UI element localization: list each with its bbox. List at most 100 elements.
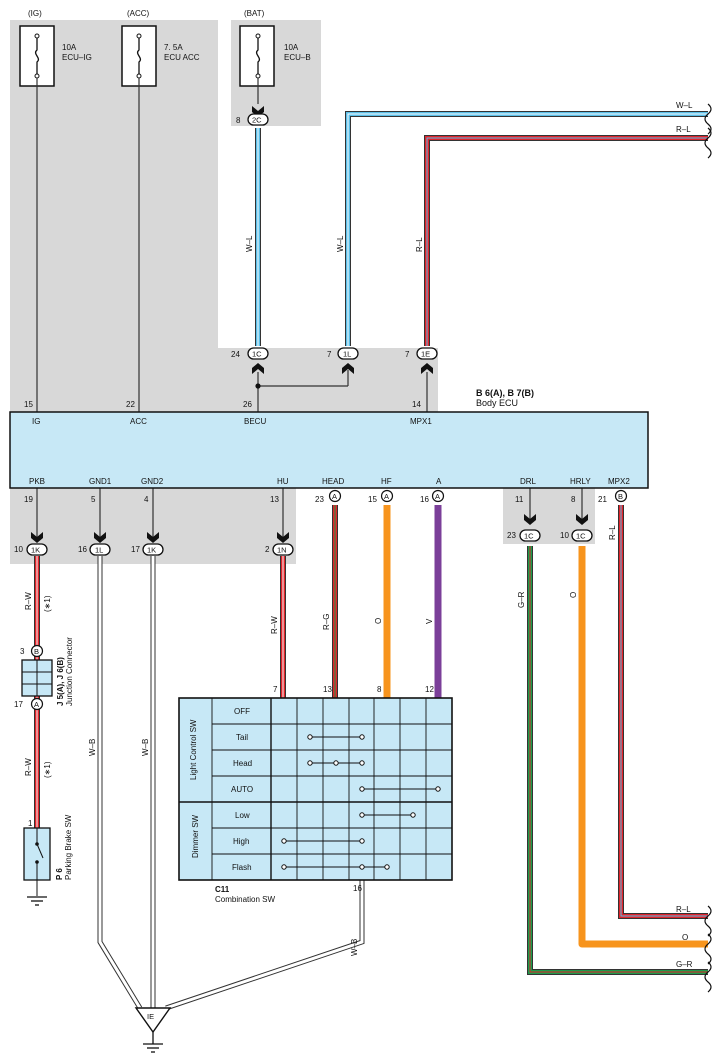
pin-number: 15	[368, 495, 377, 504]
pin-number: 16	[420, 495, 429, 504]
ecu-ids: B 6(A), B 7(B)	[476, 388, 534, 398]
position-auto: AUTO	[231, 785, 253, 794]
ecu-title: Body ECU	[476, 398, 518, 408]
wire-label-w-l: W–L	[245, 235, 254, 252]
connector-pin: 7	[327, 350, 332, 359]
combination-switch: 7 13 8 12 Light Control SW Dimmer SW OFF…	[178, 685, 453, 904]
wire-w-l-1l	[345, 111, 708, 346]
ecu-conn-a-hf: A	[380, 489, 394, 503]
wire-r-l-1e	[424, 135, 708, 346]
connector-id: 1E	[421, 350, 430, 359]
pin-number: 4	[144, 495, 149, 504]
fuse-supply-label: (BAT)	[244, 9, 265, 18]
wire-label-g-r: G–R	[517, 591, 526, 608]
pin-name: BECU	[244, 417, 266, 426]
wire-label-v: V	[425, 618, 434, 624]
conn-letter: B	[618, 492, 623, 501]
c11-pin: 7	[273, 685, 278, 694]
group-dimmer: Dimmer SW	[191, 814, 200, 858]
connector-pin: 17	[131, 545, 140, 554]
pin-name: MPX2	[608, 477, 630, 486]
ground-id: IE	[147, 1012, 154, 1021]
fuse-rating: 10A	[284, 43, 299, 52]
wire-note: (∗1)	[43, 595, 52, 612]
ground-symbol	[27, 896, 47, 906]
fuse-supply-label: (ACC)	[127, 9, 150, 18]
pin-number: 21	[598, 495, 607, 504]
wire-label-r-l: R–L	[676, 125, 691, 134]
ground-ie: IE	[134, 1007, 172, 1053]
junction-id: J 5(A), J 6(B)	[56, 657, 65, 706]
pin-name: MPX1	[410, 417, 432, 426]
wire-label-g-r: G–R	[676, 960, 693, 969]
c11-pin: 8	[377, 685, 382, 694]
wire-label-r-l: R–L	[676, 905, 691, 914]
wire-label-r-l: R–L	[415, 237, 424, 252]
connector-1c-10: 10 1C	[560, 514, 593, 542]
position-off: OFF	[234, 707, 250, 716]
wire-label-w-b: W–B	[141, 739, 150, 756]
pin-number: 14	[412, 400, 421, 409]
pin-number: 5	[91, 495, 96, 504]
wire-label-w-l: W–L	[676, 101, 693, 110]
wire-label-r-w: R–W	[24, 758, 33, 776]
fuse-name: ECU–IG	[62, 53, 92, 62]
wire-w-b-ground	[97, 556, 365, 1011]
pin-number: 11	[515, 495, 524, 504]
junction-connector: 3 B 17 A J 5(A), J 6(B) Junction Connect…	[14, 637, 74, 711]
wire-label-r-g: R–G	[322, 614, 331, 630]
connector-1k-17: 17 1K	[131, 532, 164, 556]
connector-pin: 16	[78, 545, 87, 554]
pin-number: 13	[270, 495, 279, 504]
wire-terminations	[704, 103, 712, 993]
connector-1l-16: 16 1L	[78, 532, 111, 556]
fuse-name: ECU ACC	[164, 53, 200, 62]
wire-g-r-drl	[527, 546, 708, 975]
pin-name: GND2	[141, 477, 164, 486]
pin-name: DRL	[520, 477, 537, 486]
pin-name: HRLY	[570, 477, 591, 486]
wire-label-o: O	[682, 933, 688, 942]
wire-o-hrly	[578, 546, 708, 948]
pin-name: HU	[277, 477, 289, 486]
position-tail: Tail	[236, 733, 248, 742]
connector-1e-7: 7 1E	[405, 347, 438, 374]
connector-1c-23: 23 1C	[507, 514, 541, 542]
fuse-bat: (BAT) 10A ECU–B	[239, 9, 311, 87]
wire-label-o: O	[569, 592, 578, 598]
connector-id: 1L	[95, 546, 103, 555]
junction-pin-top: 3	[20, 647, 25, 656]
conn-letter: A	[332, 492, 337, 501]
connector-id: 1C	[524, 532, 534, 541]
pin-number: 15	[24, 400, 33, 409]
connector-1l-7: 7 1L	[327, 347, 359, 374]
wire-r-l-mpx2	[618, 505, 708, 919]
connector-1k-10: 10 1K	[14, 532, 48, 556]
connector-pin: 8	[236, 116, 241, 125]
fuse-rating: 10A	[62, 43, 77, 52]
junction-conn-bottom: A	[34, 700, 39, 709]
thin-wires	[36, 78, 583, 540]
c11-id: C11	[215, 885, 230, 894]
wire-labels: W–L W–L R–L W–L R–L R–W (∗1) R–W (∗1) W–…	[24, 101, 693, 969]
connector-1c-24: 24 1C	[231, 347, 269, 374]
pin-name: PKB	[29, 477, 45, 486]
wire-label-w-l: W–L	[336, 235, 345, 252]
connector-id: 2C	[252, 116, 262, 125]
fuse-supply-label: (IG)	[28, 9, 42, 18]
connector-pin: 10	[560, 531, 569, 540]
pin-name: IG	[32, 417, 40, 426]
junction-name: Junction Connector	[65, 637, 74, 706]
connector-id: 1K	[147, 546, 156, 555]
position-low: Low	[235, 811, 250, 820]
ecu-conn-a-head: A	[328, 489, 342, 503]
group-light-control: Light Control SW	[189, 719, 198, 780]
connector-id: 1N	[277, 546, 287, 555]
conn-letter: A	[435, 492, 440, 501]
wire-label-w-b: W–B	[88, 739, 97, 756]
junction-conn-top: B	[34, 647, 39, 656]
fuse-ig: (IG) 10A ECU–IG	[19, 9, 92, 87]
connector-1n-2: 2 1N	[265, 532, 294, 556]
position-high: High	[233, 837, 249, 846]
